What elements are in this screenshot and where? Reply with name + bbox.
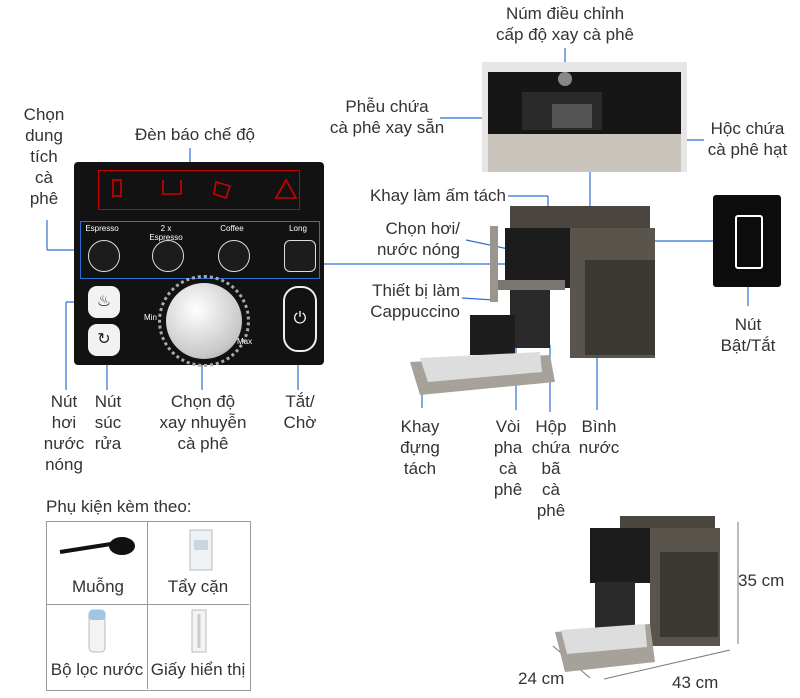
rinse-icon: ↻ bbox=[97, 331, 111, 348]
knob-min-label: Min bbox=[144, 313, 157, 322]
coffee-button[interactable] bbox=[218, 240, 250, 272]
standby-button[interactable]: ⏻ bbox=[283, 286, 317, 352]
accessory-test-strip: Giấy hiển thị bbox=[150, 660, 246, 679]
label-steam-select: Chọn hơi/ nước nóng bbox=[376, 219, 460, 259]
mode-label-coffee: Coffee bbox=[220, 224, 244, 233]
dimension-machine-image bbox=[555, 516, 720, 672]
knob-max-label: Max bbox=[237, 337, 253, 346]
label-rinse-button: Nút súc rửa bbox=[94, 392, 122, 453]
label-cappuccino: Thiết bị làm Cappuccino bbox=[370, 281, 460, 321]
steam-button[interactable]: ♨ bbox=[88, 286, 120, 318]
label-bean-container: Hộc chứa cà phê hạt bbox=[707, 119, 788, 159]
alarm-indicator-icon bbox=[274, 178, 298, 199]
power-icon: ⏻ bbox=[293, 310, 307, 327]
label-power-button: Nút Bật/Tắt bbox=[720, 315, 776, 355]
dimension-width: 43 cm bbox=[672, 673, 719, 692]
mode-label-espresso: Espresso bbox=[85, 224, 119, 233]
machine-image bbox=[410, 206, 655, 395]
rinse-button[interactable]: ↻ bbox=[88, 324, 120, 356]
espresso-button[interactable] bbox=[88, 240, 120, 272]
filter-indicator-icon bbox=[112, 179, 122, 197]
water-indicator-icon bbox=[162, 180, 182, 195]
power-switch[interactable] bbox=[735, 215, 763, 269]
indicator-icons bbox=[112, 178, 298, 200]
label-grind-knob: Núm điều chỉnh cấp độ xay cà phê bbox=[496, 4, 634, 44]
label-steam-button: Nút hơi nước nóng bbox=[43, 392, 85, 474]
accessories-grid bbox=[46, 521, 251, 691]
label-spout: Vòi pha cà phê bbox=[493, 417, 523, 499]
grounds-indicator-icon bbox=[213, 180, 232, 200]
accessories-divider-v bbox=[147, 521, 148, 689]
descaler-image bbox=[189, 529, 213, 571]
power-switch-image bbox=[713, 195, 781, 287]
long-button[interactable] bbox=[284, 240, 316, 272]
label-cup-warmer: Khay làm ấm tách bbox=[369, 186, 506, 205]
label-standby: Tắt/ Chờ bbox=[283, 392, 317, 432]
accessory-descaler: Tẩy cặn bbox=[167, 577, 229, 596]
label-ground-funnel: Phễu chứa cà phê xay sẵn bbox=[329, 97, 445, 137]
accessories-title: Phụ kiện kèm theo: bbox=[46, 497, 192, 516]
dimension-depth: 24 cm bbox=[518, 669, 565, 688]
accessory-water-filter: Bộ lọc nước bbox=[50, 660, 144, 679]
mode-label-long: Long bbox=[289, 224, 307, 233]
label-grind-fine: Chọn độ xay nhuyễn cà phê bbox=[159, 392, 247, 453]
double-espresso-button[interactable] bbox=[152, 240, 184, 272]
label-volume: Chọn dung tích cà phê bbox=[23, 105, 65, 208]
mode-label-double: 2 x Espresso bbox=[149, 224, 183, 242]
label-drip-tray: Khay đựng tách bbox=[400, 417, 440, 478]
test-strip-image bbox=[191, 609, 207, 653]
water-filter-image bbox=[88, 609, 106, 653]
label-water-tank: Bình nước bbox=[578, 417, 620, 457]
accessory-spoon: Muỗng bbox=[72, 577, 124, 596]
dimension-height: 35 cm bbox=[738, 571, 785, 590]
grind-knob-ring bbox=[158, 275, 250, 367]
label-indicator: Đèn báo chế độ bbox=[134, 125, 256, 144]
label-grounds-box: Hộp chứa bã cà phê bbox=[531, 417, 571, 520]
indicator-strip bbox=[98, 170, 300, 210]
spoon-image bbox=[59, 537, 135, 555]
grind-fineness-knob[interactable] bbox=[166, 283, 242, 359]
steam-icon: ♨ bbox=[96, 293, 112, 310]
top-view-image bbox=[482, 62, 687, 172]
accessories-divider-h bbox=[46, 604, 249, 605]
